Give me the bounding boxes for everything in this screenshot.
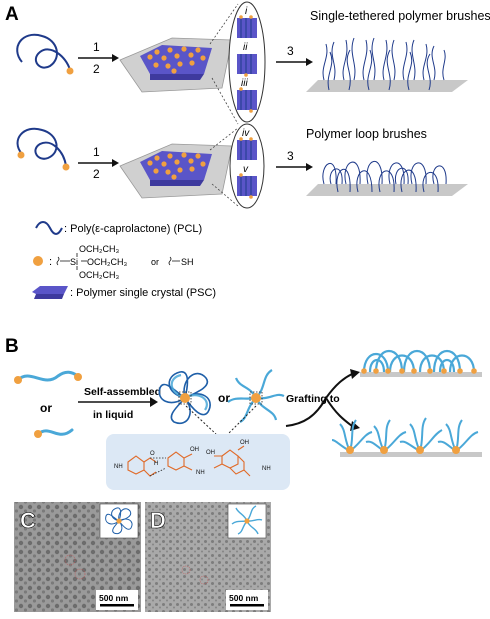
step-label-3-top: 3 xyxy=(287,44,294,58)
loop-brushes-title: Polymer loop brushes xyxy=(306,127,427,141)
loop-brush-illustration xyxy=(306,161,468,196)
single-end-chain xyxy=(14,370,82,384)
panel-a-letter: A xyxy=(5,4,19,25)
arrow-step-1-2-top: 1 2 xyxy=(78,40,119,76)
loop-grafted-surface xyxy=(360,349,482,377)
or-middle: or xyxy=(218,391,230,405)
anchor-end-right-icon xyxy=(62,163,70,171)
chem-h-1: H xyxy=(154,461,158,467)
chem-oh-3: OH xyxy=(206,450,215,456)
star-grafted-surface xyxy=(331,417,482,457)
star-micelle xyxy=(227,369,285,423)
step-label-3-bottom: 3 xyxy=(287,149,294,163)
psc-legend-icon xyxy=(32,286,68,299)
panel-c-letter: C xyxy=(20,508,36,533)
self-assembly-arrow xyxy=(78,397,158,407)
silane-bottom: OCH₂CH₃ xyxy=(79,270,119,280)
step-label-1-bottom: 1 xyxy=(93,145,100,159)
arrow-step-3-bottom: 3 xyxy=(276,149,313,171)
roman-iii: iii xyxy=(241,78,248,89)
zoom-ellipse-top: i ii iii xyxy=(228,1,266,123)
single-tethered-title: Single-tethered polymer brushes xyxy=(310,9,490,23)
flower-micelle xyxy=(158,371,211,425)
tem-image-d: D 500 nm xyxy=(145,502,271,612)
panel-b-letter: B xyxy=(5,336,19,357)
legend-or: or xyxy=(151,257,159,267)
silane-mid: OCH₂CH₃ xyxy=(87,257,127,267)
thiol-bond-icon xyxy=(168,256,180,266)
panel-d-letter: D xyxy=(150,508,166,533)
self-assembled-label-2: in liquid xyxy=(93,409,133,421)
arrow-step-1-2-bottom: 1 2 xyxy=(78,145,119,181)
single-tethered-brush-illustration xyxy=(306,37,468,92)
silane-top: OCH₂CH₃ xyxy=(79,244,119,254)
self-assembled-label-1: Self-assembled xyxy=(84,386,161,398)
chem-nh-left: NH xyxy=(114,464,123,470)
pcl-coil-double-end xyxy=(16,127,70,171)
step-label-1: 1 xyxy=(93,40,100,54)
grafting-to-label: Grafting to xyxy=(286,393,340,405)
chem-oh-1: OH xyxy=(190,447,199,453)
roman-ii: ii xyxy=(243,42,248,53)
anchor-legend-icon xyxy=(33,256,43,266)
chem-oh-2: OH xyxy=(240,440,249,446)
psc-substrate-bottom xyxy=(119,143,233,199)
chem-nh-mid: NH xyxy=(196,470,205,476)
psc-substrate-top xyxy=(119,37,233,93)
step-label-2: 2 xyxy=(93,62,100,76)
chem-nh-right: NH xyxy=(262,466,271,472)
scale-bar-d: 500 nm xyxy=(229,593,259,603)
silane-si: Si xyxy=(70,257,78,267)
silane-bond-icon xyxy=(56,256,70,266)
roman-v: v xyxy=(243,164,249,175)
zoom-lines-top xyxy=(209,3,239,125)
thiol-sh: SH xyxy=(181,257,194,267)
catechol-chemistry-box: NH O H OH NH OH OH NH xyxy=(106,405,290,490)
legend: : Poly(ε-caprolactone) (PCL) : Si OCH₂CH… xyxy=(32,221,216,299)
arrow-step-3-top: 3 xyxy=(276,44,313,66)
zoom-lines-bottom xyxy=(209,127,239,207)
anchor-end-icon xyxy=(66,67,74,75)
chem-o-1: O xyxy=(150,451,155,457)
anchor-end-left-icon xyxy=(17,151,25,159)
legend-psc-text: : Polymer single crystal (PSC) xyxy=(70,287,216,299)
tem-image-c: C 500 nm xyxy=(14,502,141,612)
roman-i: i xyxy=(245,6,248,17)
pcl-coil-single-end xyxy=(16,33,74,75)
pcl-legend-icon xyxy=(35,221,63,235)
zoom-ellipse-bottom: iv v xyxy=(229,123,265,209)
scale-bar-c: 500 nm xyxy=(99,593,129,603)
legend-pcl-text: : Poly(ε-caprolactone) (PCL) xyxy=(64,223,202,235)
legend-anchor-colon: : xyxy=(49,256,52,268)
double-end-chain xyxy=(34,428,74,438)
roman-iv: iv xyxy=(242,128,250,139)
step-label-2-bottom: 2 xyxy=(93,167,100,181)
or-left: or xyxy=(40,401,52,415)
